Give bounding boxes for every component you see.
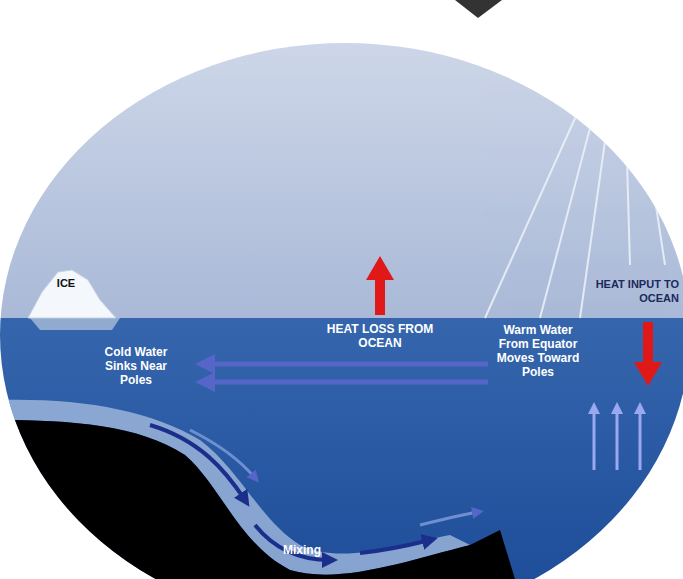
heat-loss-label: HEAT LOSS FROM OCEAN bbox=[312, 322, 448, 350]
cold-water-label: Cold Water Sinks Near Poles bbox=[96, 345, 176, 387]
ice-label: ICE bbox=[44, 276, 88, 290]
warm-water-label: Warm Water From Equator Moves Toward Pol… bbox=[495, 323, 581, 379]
mixing-label: Mixing bbox=[272, 543, 332, 557]
heat-input-label: HEAT INPUT TO OCEAN bbox=[581, 277, 679, 305]
